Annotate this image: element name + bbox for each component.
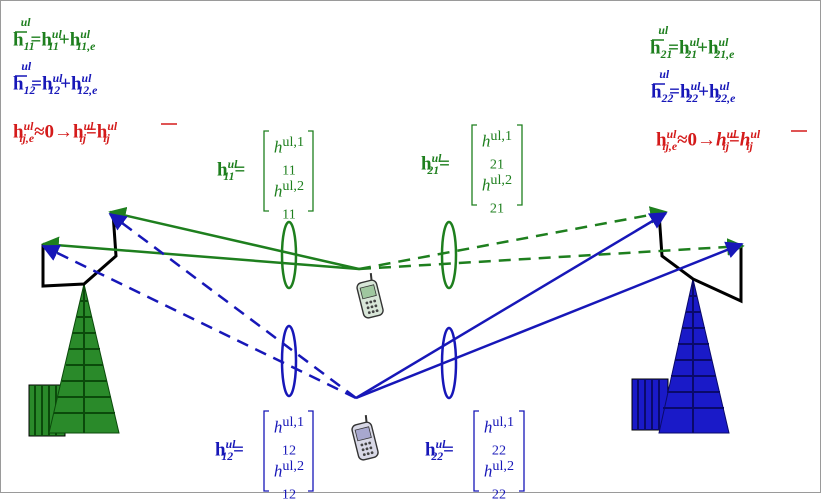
left-base-station-icon: [28, 212, 120, 437]
beam-lens-icon: [280, 220, 298, 290]
beam-lens-icon: [440, 220, 458, 290]
equation-h22-decomposition: h22ul=hul22+hul22,e: [651, 68, 736, 106]
vector-h11-label: hul11=: [217, 158, 246, 184]
equation-error-negligible-left: hulij,e≈0→hulij=hulij: [13, 120, 118, 146]
vector-h12-label: hul12=: [215, 438, 244, 464]
equation-error-negligible-right: hulij,e≈0→hulij=hulij: [656, 128, 761, 154]
equation-h21-decomposition: h21ul=hul21+hul21,e: [650, 24, 735, 62]
mobile-phone-icon: [351, 414, 379, 461]
beam-lens-icon: [280, 324, 298, 398]
beam-lens-icon: [440, 326, 458, 400]
right-base-station-icon: [631, 212, 743, 434]
equation-h12-decomposition: h12ul=hul12+hul12,e: [13, 60, 98, 98]
right-antenna-icon: [657, 212, 743, 304]
vector-h21-label: hul21=: [421, 152, 450, 178]
left-antenna-icon: [41, 212, 118, 288]
user1-links: [41, 206, 745, 271]
user2-links: [41, 211, 744, 400]
mobile-phone-icon: [356, 272, 384, 319]
equation-h11-decomposition: h11ul=hul11+hul11,e: [13, 16, 96, 54]
vector-h22-label: hul22=: [425, 438, 454, 464]
